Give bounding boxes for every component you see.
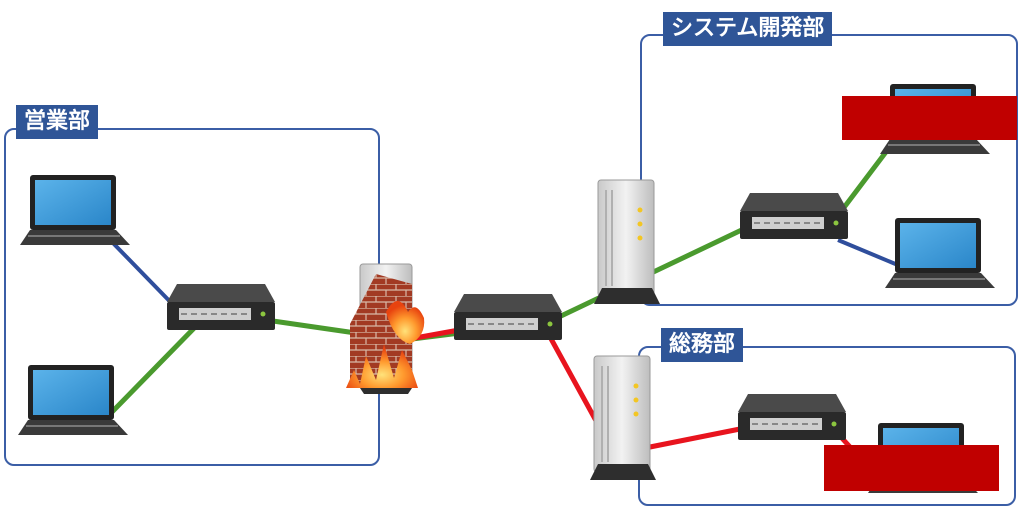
zone-label-sysdev: システム開発部 [663, 12, 833, 46]
firewall-icon [346, 263, 425, 394]
laptop-icon [885, 218, 995, 288]
laptop-icon [18, 365, 128, 435]
server-icon [590, 355, 656, 480]
laptop-icon [20, 175, 130, 245]
redaction-box [824, 445, 999, 491]
zone-label-sales: 営業部 [16, 105, 99, 139]
switch-icon [454, 294, 562, 340]
redaction-box [842, 96, 1017, 140]
switch-icon [167, 284, 275, 330]
server-icon [594, 179, 660, 304]
switch-icon [738, 394, 846, 440]
green-path [110, 138, 897, 414]
switch-icon [740, 193, 848, 239]
zone-label-general: 総務部 [661, 328, 744, 362]
